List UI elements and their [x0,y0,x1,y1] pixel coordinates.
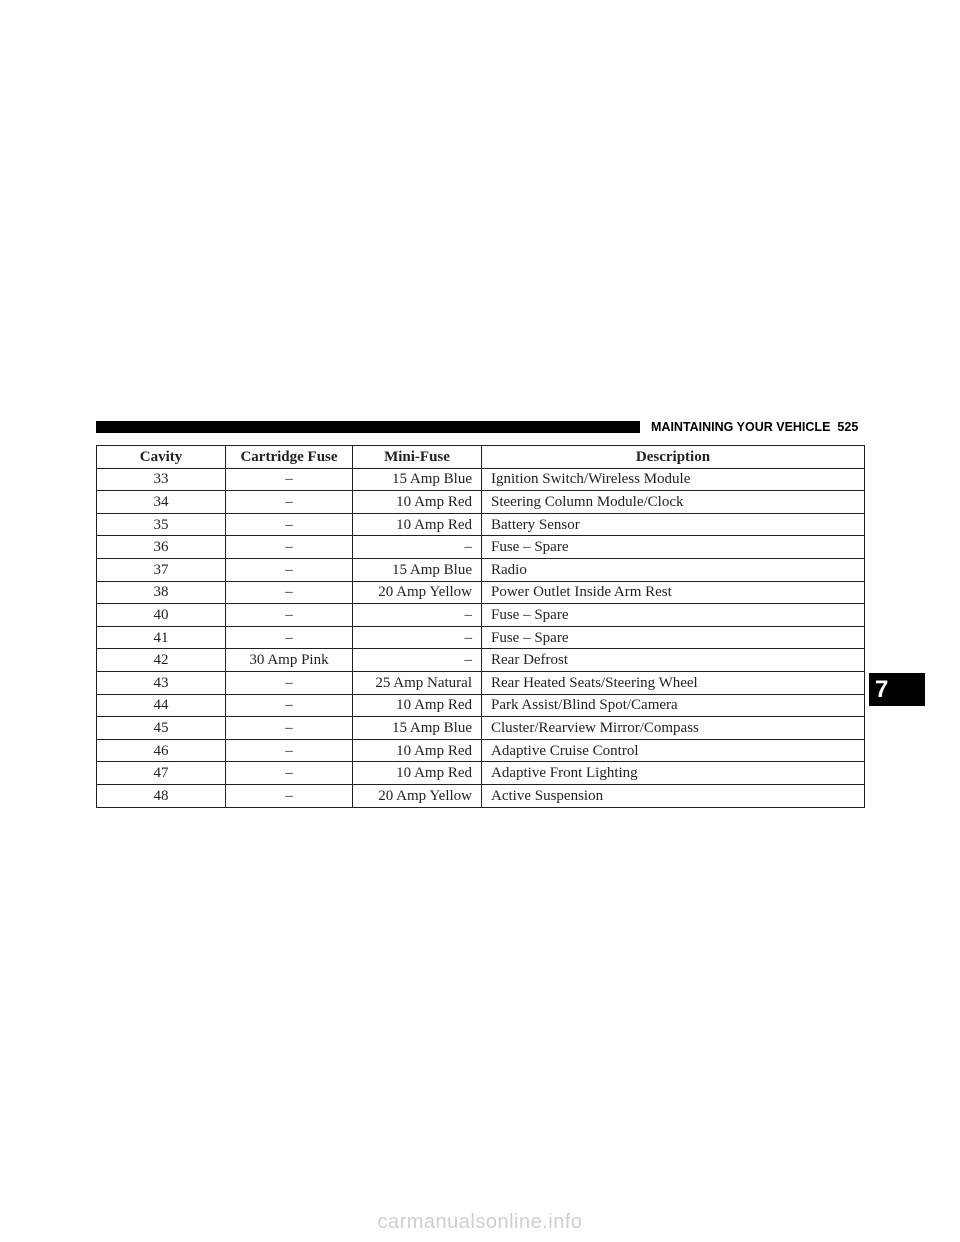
cavity-cell: 47 [96,761,226,785]
column-header-cartridge-fuse: Cartridge Fuse [225,445,353,469]
cartridge-fuse-cell: – [225,535,353,559]
mini-fuse-cell: – [352,625,482,650]
table-row: 36––Fuse – Spare [96,535,865,559]
running-header: MAINTAINING YOUR VEHICLE 525 [651,418,858,436]
mini-fuse-cell: 10 Amp Red [352,512,482,537]
mini-fuse-cell: – [352,603,482,627]
mini-fuse-cell: 20 Amp Yellow [352,783,482,808]
cavity-cell: 35 [96,512,226,537]
mini-fuse-cell: 25 Amp Natural [352,670,482,695]
mini-fuse-cell: – [352,535,482,559]
description-cell: Fuse – Spare [481,535,865,559]
cavity-cell: 33 [96,467,226,492]
cavity-cell: 48 [96,783,226,808]
description-cell: Ignition Switch/Wireless Module [481,467,865,492]
mini-fuse-cell: 10 Amp Red [352,693,482,718]
column-header-cavity: Cavity [96,445,226,469]
description-cell: Adaptive Cruise Control [481,738,865,763]
description-cell: Fuse – Spare [481,603,865,627]
cavity-cell: 36 [96,535,226,559]
cavity-cell: 41 [96,625,226,650]
cavity-cell: 43 [96,670,226,695]
description-cell: Park Assist/Blind Spot/Camera [481,693,865,718]
mini-fuse-cell: 20 Amp Yellow [352,580,482,605]
cartridge-fuse-cell: – [225,512,353,537]
description-cell: Power Outlet Inside Arm Rest [481,580,865,605]
column-header-description: Description [481,445,865,469]
mini-fuse-cell: 15 Amp Blue [352,716,482,740]
header-rule [96,421,640,433]
description-cell: Rear Defrost [481,648,865,672]
mini-fuse-cell: 15 Amp Blue [352,467,482,492]
description-cell: Radio [481,557,865,582]
cartridge-fuse-cell: – [225,625,353,650]
cavity-cell: 37 [96,557,226,582]
cartridge-fuse-cell: – [225,693,353,718]
mini-fuse-cell: 10 Amp Red [352,738,482,763]
description-cell: Rear Heated Seats/Steering Wheel [481,670,865,695]
watermark: carmanualsonline.info [377,1211,583,1233]
cartridge-fuse-cell: – [225,603,353,627]
chapter-tab: 7 [869,673,925,706]
cartridge-fuse-cell: – [225,738,353,763]
page-number: 525 [837,420,859,434]
cavity-cell: 34 [96,490,226,514]
fuse-table: Cavity Cartridge Fuse Mini-Fuse Descript… [96,445,865,808]
cavity-cell: 46 [96,738,226,763]
cavity-cell: 42 [96,648,226,672]
table-row: 41––Fuse – Spare [96,625,865,650]
mini-fuse-cell: 10 Amp Red [352,490,482,514]
cartridge-fuse-cell: – [225,490,353,514]
cartridge-fuse-cell: – [225,716,353,740]
table-header-row: Cavity Cartridge Fuse Mini-Fuse Descript… [96,445,865,469]
description-cell: Steering Column Module/Clock [481,490,865,514]
cavity-cell: 45 [96,716,226,740]
mini-fuse-cell: – [352,648,482,672]
mini-fuse-cell: 15 Amp Blue [352,557,482,582]
cartridge-fuse-cell: – [225,783,353,808]
description-cell: Cluster/Rearview Mirror/Compass [481,716,865,740]
description-cell: Active Suspension [481,783,865,808]
description-cell: Fuse – Spare [481,625,865,650]
mini-fuse-cell: 10 Amp Red [352,761,482,785]
cavity-cell: 38 [96,580,226,605]
cavity-cell: 44 [96,693,226,718]
cartridge-fuse-cell: – [225,557,353,582]
cartridge-fuse-cell: – [225,580,353,605]
cartridge-fuse-cell: 30 Amp Pink [225,648,353,672]
description-cell: Adaptive Front Lighting [481,761,865,785]
cartridge-fuse-cell: – [225,761,353,785]
section-title: MAINTAINING YOUR VEHICLE [651,420,831,434]
column-header-mini-fuse: Mini-Fuse [352,445,482,469]
table-row: 40––Fuse – Spare [96,603,865,627]
cavity-cell: 40 [96,603,226,627]
description-cell: Battery Sensor [481,512,865,537]
cartridge-fuse-cell: – [225,467,353,492]
cartridge-fuse-cell: – [225,670,353,695]
